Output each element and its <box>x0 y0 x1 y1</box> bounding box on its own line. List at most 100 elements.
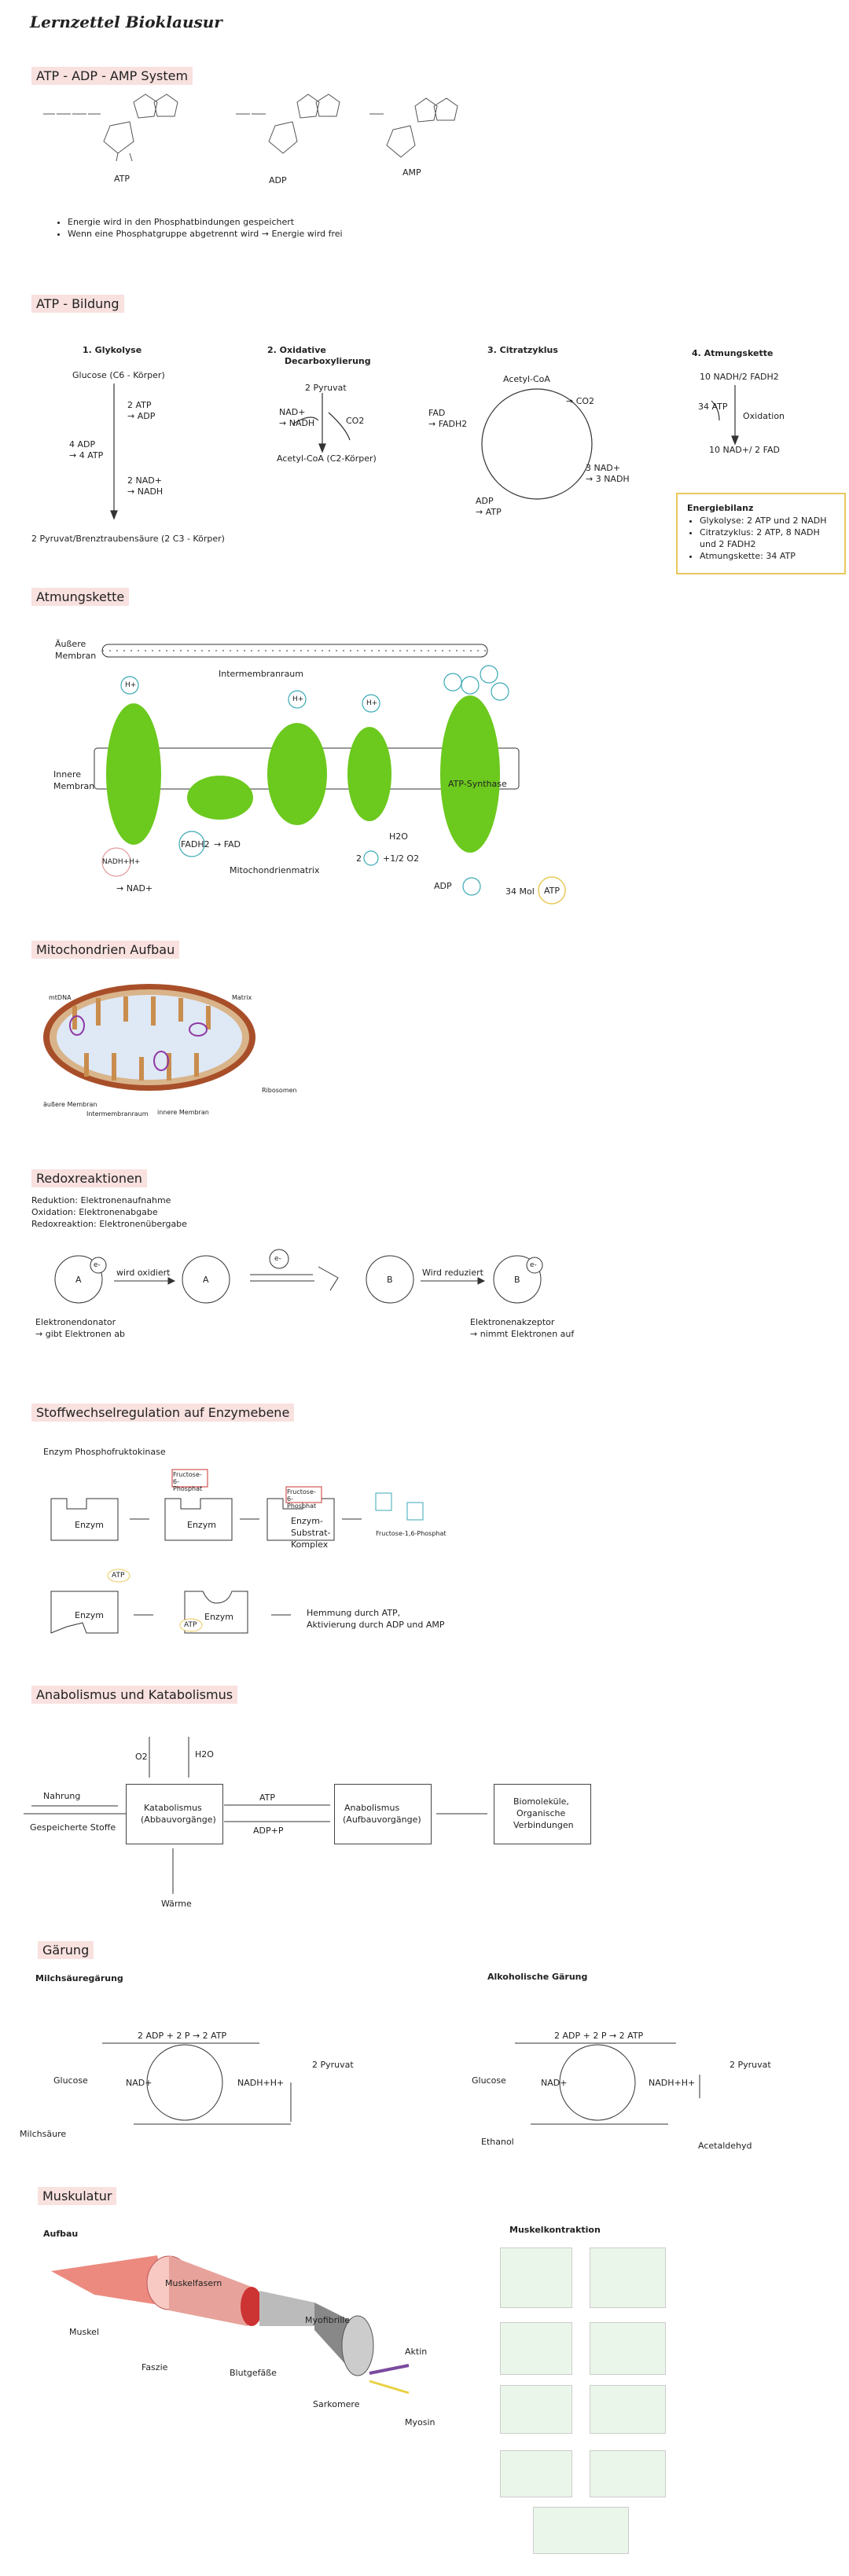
outer-membrane-label: Äußere Membran <box>55 639 97 661</box>
mtdna-label: mtDNA <box>49 994 72 1001</box>
fad-label: → FAD <box>214 839 241 849</box>
fibrille-label: Myofibrille <box>305 2315 351 2325</box>
redox-def: Reduktion: Elektronenaufnahme <box>31 1195 171 1205</box>
donator-label: Elektronendonator <box>35 1317 116 1327</box>
contraction-panel <box>590 2385 666 2434</box>
atp-label: ATP <box>114 174 130 184</box>
section-heading-gaerung: Gärung <box>38 1941 94 1959</box>
katabolismus-box: Katabolismus (Abbauvorgänge) <box>126 1784 223 1844</box>
glykolyse-title: 1. Glykolyse <box>83 345 142 355</box>
muscle-drawing <box>51 2255 410 2394</box>
section-heading-redox: Redoxreaktionen <box>31 1169 147 1187</box>
redox-b: B <box>514 1275 520 1285</box>
bio-label: Verbindungen <box>513 1820 574 1830</box>
section-heading-atmungskette: Atmungskette <box>31 588 130 606</box>
glucose-label: Glucose <box>472 2075 506 2086</box>
eq-label: 2 ADP + 2 P → 2 ATP <box>554 2031 644 2041</box>
energiebilanz-item: Glykolyse: 2 ATP und 2 NADH <box>700 515 836 527</box>
decarb-bottom: Acetyl-CoA (C2-Körper) <box>277 453 377 464</box>
f6p-label: Fructose-6-Phosphat <box>173 1471 203 1492</box>
citrat-fadh: → FADH2 <box>428 419 468 429</box>
enzym-label: Enzym <box>75 1520 104 1530</box>
intermembrane-label: Intermembranraum <box>86 1110 149 1117</box>
atp-circle <box>538 876 566 905</box>
kata-label: (Abbauvorgänge) <box>141 1815 216 1825</box>
contraction-panel <box>533 2507 629 2554</box>
faszie-label: Faszie <box>142 2362 168 2372</box>
two-label: 2 <box>356 853 362 864</box>
section-heading-atp: ATP - ADP - AMP System <box>31 67 193 85</box>
fadh-label: FADH2 <box>181 839 210 849</box>
section-heading-enzym: Stoffwechselregulation auf Enzymebene <box>31 1404 295 1422</box>
glykolyse-bottom: 2 Pyruvat/Brenztraubensäure (2 C3 - Körp… <box>31 534 225 544</box>
ana-label: Anabolismus <box>344 1803 400 1813</box>
matrix-label: Matrix <box>232 994 252 1001</box>
matrix-label: Mitochondrienmatrix <box>230 865 320 875</box>
citrat-fad: FAD <box>428 408 446 418</box>
redox-b: B <box>387 1275 393 1285</box>
enzym-sub: Enzym Phosphofruktokinase <box>43 1447 166 1457</box>
inner-membrane-label: Innere Membran <box>53 769 95 791</box>
aufbau-title: Aufbau <box>43 2229 79 2239</box>
citrat-adp: ADP <box>476 496 494 506</box>
adp-molecule <box>236 94 340 154</box>
redox-reduziert: Wird reduziert <box>422 1268 483 1278</box>
decarb-co2: CO2 <box>346 416 365 426</box>
aktin-label: Aktin <box>405 2347 428 2357</box>
intermembrane-label: Intermembranraum <box>219 669 303 679</box>
section-heading-mito: Mitochondrien Aufbau <box>31 941 180 959</box>
section-heading-bildung: ATP - Bildung <box>31 295 124 313</box>
decarb-top: 2 Pyruvat <box>305 383 347 393</box>
nad-label: → NAD+ <box>116 883 153 894</box>
anabol-arrows <box>24 1737 487 1894</box>
nadh-label: NADH+H+ <box>649 2078 696 2088</box>
nad-label: NAD+ <box>126 2078 153 2088</box>
enzym-label: Enzym <box>187 1520 216 1530</box>
citrat-co2: → CO2 <box>566 396 595 406</box>
atp-label: ATP <box>259 1793 276 1803</box>
redox-def: Oxidation: Elektronenabgabe <box>31 1207 158 1217</box>
atp-bullets: Energie wird in den Phosphatbindungen ge… <box>55 216 343 240</box>
ana-label: (Aufbauvorgänge) <box>343 1815 421 1825</box>
alk-title: Alkoholische Gärung <box>487 1972 588 1982</box>
citrat-top: Acetyl-CoA <box>503 374 550 384</box>
sarko-label: Sarkomere <box>313 2399 360 2409</box>
outer-membrane-label: äußere Membran <box>43 1101 97 1108</box>
inner-membrane-label: innere Membran <box>157 1109 209 1116</box>
akzeptor-label: → nimmt Elektronen auf <box>470 1329 575 1339</box>
adp-label: ADP+P <box>253 1826 284 1836</box>
hplus-circles <box>120 665 509 896</box>
membrane-proteins <box>106 695 500 853</box>
atmung-title: 4. Atmungskette <box>692 348 774 358</box>
enzym-label: Enzym <box>75 1610 104 1620</box>
h2o-label: H2O <box>389 831 408 842</box>
biomolekuele-box: Biomoleküle, Organische Verbindungen <box>494 1784 591 1844</box>
citrat-title: 3. Citratzyklus <box>487 345 558 355</box>
atp-label: ATP <box>544 886 560 896</box>
hemmung-label: Hemmung durch ATP, <box>307 1608 401 1618</box>
glykolyse-arrows <box>110 383 739 520</box>
energiebilanz-box: Energiebilanz Glykolyse: 2 ATP und 2 NAD… <box>676 493 846 574</box>
donator-label: → gibt Elektronen ab <box>35 1329 125 1339</box>
muskel-label: Muskel <box>69 2327 99 2337</box>
citrat-nadh: → 3 NADH <box>586 474 630 484</box>
fasern-label: Muskelfasern <box>165 2278 222 2288</box>
hemmung-label: Aktivierung durch ADP und AMP <box>307 1620 445 1630</box>
komplex-label: Enzym-Substrat-Komplex <box>291 1516 331 1550</box>
speicher-label: Gespeicherte Stoffe <box>30 1822 116 1833</box>
section-heading-anabol: Anabolismus und Katabolismus <box>31 1686 238 1704</box>
contraction-panel <box>500 2385 572 2434</box>
redox-shapes <box>54 1249 543 1304</box>
mitochondrion-drawing <box>43 984 255 1091</box>
bio-label: Organische <box>516 1808 566 1818</box>
f6p-label: Fructose-6-Phosphat <box>287 1488 317 1510</box>
nad-label: NAD+ <box>541 2078 568 2088</box>
outer-membrane <box>101 644 488 658</box>
eq-label: 2 ADP + 2 P → 2 ATP <box>138 2031 227 2041</box>
enzym-label: Enzym <box>204 1612 233 1622</box>
mol-label: 34 Mol <box>505 886 535 897</box>
glykolyse-l1: 4 ADP <box>69 439 96 450</box>
hplus-label: H+ <box>366 699 378 707</box>
glykolyse-top: Glucose (C6 - Körper) <box>72 370 165 380</box>
atp-molecule <box>43 94 178 162</box>
